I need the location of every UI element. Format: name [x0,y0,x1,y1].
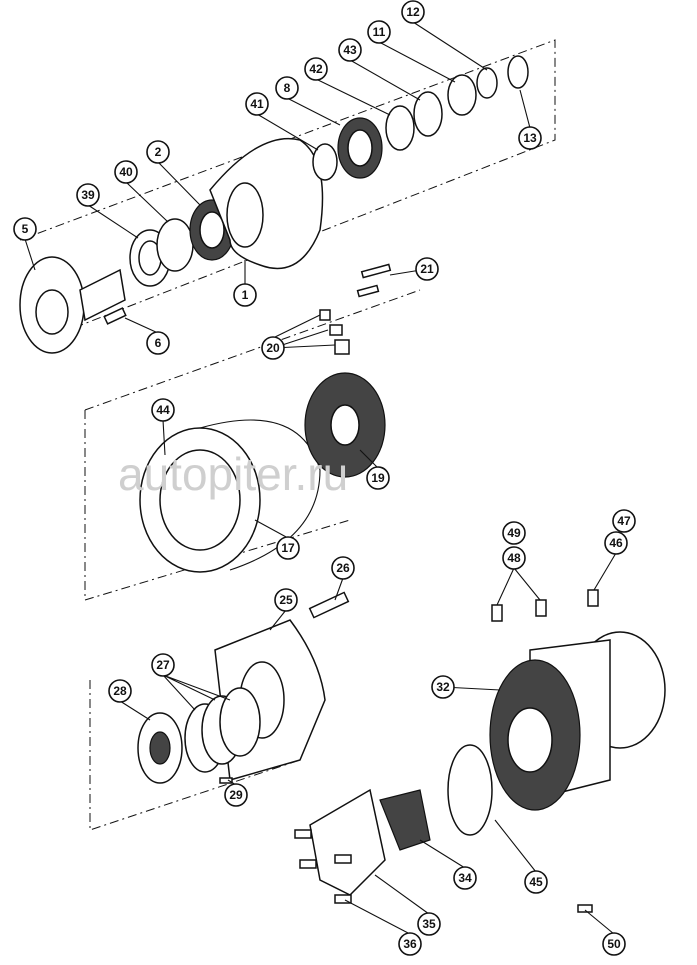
svg-text:19: 19 [371,471,385,485]
svg-text:41: 41 [250,97,264,111]
callout-35: 35 [417,912,441,936]
cover-plate-35 [309,788,386,896]
svg-text:46: 46 [609,536,623,550]
svg-text:8: 8 [284,81,291,95]
callout-43: 43 [338,38,362,62]
plug-50 [577,904,593,913]
svg-text:40: 40 [119,165,133,179]
ring-12 [476,67,498,99]
callout-47: 47 [612,509,636,533]
svg-text:32: 32 [436,680,450,694]
fittings-48 [491,599,547,622]
cone-43 [413,91,443,137]
callout-26: 26 [331,556,355,580]
svg-text:45: 45 [529,875,543,889]
callout-25: 25 [274,588,298,612]
callout-11: 11 [367,20,391,44]
svg-text:25: 25 [279,593,293,607]
callout-20: 20 [261,336,285,360]
assembly-boundary-mid [84,289,421,411]
callout-1: 1 [233,283,257,307]
svg-text:28: 28 [113,684,127,698]
bolt-6 [103,307,127,325]
svg-text:21: 21 [420,262,434,276]
assembly-boundary-mid-lower [84,410,351,601]
svg-text:5: 5 [22,222,29,236]
coupling-28 [137,712,183,784]
callout-41: 41 [245,92,269,116]
svg-text:12: 12 [406,5,420,19]
svg-text:48: 48 [507,551,521,565]
callout-42: 42 [304,57,328,81]
svg-text:13: 13 [523,131,537,145]
snap-ring-13 [507,55,529,89]
bearing-8 [337,117,383,179]
pins-21 [356,263,392,298]
ring-11 [447,74,477,116]
seal-40 [156,218,194,272]
svg-text:26: 26 [336,561,350,575]
oring-45 [447,744,493,836]
callout-2: 2 [146,140,170,164]
callout-21: 21 [415,257,439,281]
bolts-36 [294,829,352,904]
callout-5: 5 [13,217,37,241]
callout-29: 29 [224,783,248,807]
hub-1 [209,137,324,270]
callout-40: 40 [114,160,138,184]
svg-text:36: 36 [403,937,417,951]
svg-text:34: 34 [458,871,472,885]
callout-12: 12 [401,0,425,24]
callout-48: 48 [502,546,526,570]
svg-text:35: 35 [422,917,436,931]
callout-17: 17 [276,536,300,560]
svg-text:47: 47 [617,514,631,528]
parts-20 [319,309,350,355]
callout-46: 46 [604,531,628,555]
svg-text:11: 11 [373,25,386,39]
svg-text:44: 44 [156,403,170,417]
motor-assembly [489,631,666,811]
svg-text:29: 29 [229,788,243,802]
fitting-46 [587,589,599,607]
output-flange [19,256,126,354]
callout-27: 27 [151,653,175,677]
callout-8: 8 [275,76,299,100]
callout-36: 36 [398,932,422,956]
svg-text:17: 17 [281,541,295,555]
callout-45: 45 [524,870,548,894]
callout-13: 13 [518,126,542,150]
bolt-26 [308,591,350,619]
callout-50: 50 [602,932,626,956]
svg-text:42: 42 [309,62,323,76]
callout-32: 32 [431,675,455,699]
callout-6: 6 [146,331,170,355]
ring-41 [312,143,338,181]
svg-text:27: 27 [156,658,170,672]
callout-39: 39 [76,183,100,207]
svg-text:6: 6 [155,336,162,350]
svg-text:2: 2 [155,145,162,159]
callout-49: 49 [502,521,526,545]
callout-28: 28 [108,679,132,703]
filter-34 [379,789,431,851]
svg-text:43: 43 [343,43,357,57]
svg-text:39: 39 [81,188,95,202]
svg-text:49: 49 [507,526,521,540]
callout-34: 34 [453,866,477,890]
svg-text:1: 1 [242,288,249,302]
svg-text:20: 20 [266,341,280,355]
ring-gear-44 [139,419,321,573]
carrier-19 [304,372,386,478]
seals-27 [184,687,261,773]
svg-text:50: 50 [607,937,621,951]
cup-42 [385,105,415,151]
callout-19: 19 [366,466,390,490]
callout-44: 44 [151,398,175,422]
pin-29 [219,777,233,784]
